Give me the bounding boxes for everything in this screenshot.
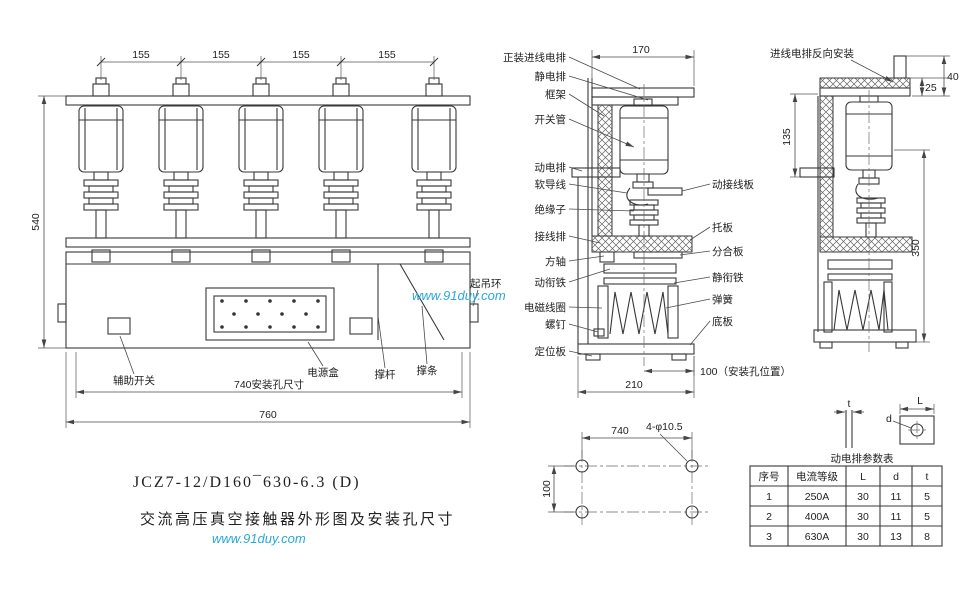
- support-bar-part: [399, 263, 445, 341]
- note-hole-size: 4-φ10.5: [646, 421, 683, 433]
- label-reverse-mounting: 进线电排反向安装: [770, 47, 854, 60]
- cell-r3-d: 13: [890, 531, 902, 543]
- hole-pattern: 740 4-φ10.5 100: [541, 421, 710, 528]
- label-flexible-wire: 软导线: [535, 178, 567, 191]
- label-lifting-ring: 起吊环: [470, 278, 502, 290]
- label-incoming-busbar: 正装进线电排: [503, 51, 566, 64]
- front-callouts: 辅助开关 电源盒 撑杆 撑条 起吊环: [113, 278, 502, 387]
- cell-r3-current: 630A: [805, 531, 830, 543]
- dim-pitch-2: 155: [212, 49, 230, 61]
- lifting-ring-part: [469, 303, 479, 323]
- cell-r1-current: 250A: [805, 491, 830, 503]
- dim-label-d: d: [886, 413, 892, 425]
- cell-r2-current: 400A: [805, 511, 830, 523]
- label-base-plate: 底板: [712, 315, 733, 328]
- section-callouts-right: 动接线板 托板 分合板 静衔铁 弹簧 底板: [665, 178, 754, 346]
- dim-holes-100: 100: [541, 480, 553, 498]
- dim-pitch-4: 155: [378, 49, 396, 61]
- table-header-no: 序号: [759, 470, 780, 483]
- watermark-center: www.91duy.com: [412, 288, 506, 303]
- label-support-bar: 撑条: [417, 364, 438, 377]
- param-table-title: 动电排参数表: [831, 452, 894, 465]
- section-view: [571, 78, 695, 366]
- dim-overall-width: 760: [259, 409, 277, 421]
- label-support-plate: 托板: [712, 221, 733, 234]
- dim-reverse-135: 135: [781, 128, 793, 146]
- section-callouts-left: 正装进线电排 静电排 框架 开关管 动电排 软导线 绝缘子 接线排 方轴 动衔铁…: [503, 51, 649, 358]
- label-positioning-plate: 定位板: [535, 345, 567, 358]
- table-header-L: L: [860, 471, 866, 483]
- label-static-busbar: 静电排: [535, 70, 567, 83]
- cell-r2-L: 30: [857, 511, 869, 523]
- table-row: 2 400A 30 11 5: [766, 511, 930, 523]
- coil-plate: [205, 287, 335, 341]
- dim-reverse-25: 25: [925, 82, 937, 94]
- label-square-shaft: 方轴: [545, 255, 566, 268]
- dim-label-L: L: [917, 395, 923, 407]
- cell-r3-L: 30: [857, 531, 869, 543]
- cell-r3-t: 8: [924, 531, 930, 543]
- cell-r2-d: 11: [891, 511, 902, 523]
- dim-pitch-1: 155: [132, 49, 150, 61]
- reverse-view: 进线电排反向安装: [770, 47, 917, 352]
- label-terminal-strip: 接线排: [535, 230, 567, 243]
- watermark-bottom: www.91duy.com: [212, 531, 306, 546]
- table-header-t: t: [926, 471, 929, 483]
- dim-mount-width: 740安装孔尺寸: [234, 378, 304, 391]
- label-screw: 螺钉: [545, 319, 566, 331]
- reverse-dimensions: 25 40 135 350: [781, 55, 959, 343]
- cell-r1-d: 11: [891, 491, 902, 503]
- dim-reverse-350: 350: [910, 239, 922, 257]
- cell-r3-no: 3: [766, 531, 772, 543]
- label-spring: 弹簧: [712, 293, 733, 306]
- label-frame: 框架: [545, 88, 566, 101]
- table-row: 3 630A 30 13 8: [766, 531, 930, 543]
- section-dimensions: 170 210 100（安装孔位置）: [577, 44, 791, 398]
- label-moving-terminal-plate: 动接线板: [712, 178, 754, 191]
- dim-section-top: 170: [632, 44, 650, 56]
- drawing-caption: 交流高压真空接触器外形图及安装孔尺寸: [140, 510, 455, 528]
- front-view: [57, 77, 479, 349]
- cell-r1-no: 1: [766, 491, 772, 503]
- cell-r2-no: 2: [766, 511, 772, 523]
- label-auxiliary-switch: 辅助开关: [113, 374, 155, 387]
- label-magnet-coil: 电磁线圈: [524, 301, 566, 314]
- label-switch-tube: 开关管: [535, 113, 567, 126]
- cell-r2-t: 5: [924, 511, 930, 523]
- cell-r1-L: 30: [857, 491, 869, 503]
- dim-mount-hole-pos: 100（安装孔位置）: [700, 365, 791, 378]
- table-row: 1 250A 30 11 5: [766, 491, 930, 503]
- table-header-current: 电流等级: [796, 470, 838, 483]
- label-moving-busbar: 动电排: [535, 161, 567, 174]
- dim-label-t: t: [848, 398, 851, 410]
- model-number: JCZ7-12/D160¯630-6.3 (D): [133, 474, 361, 491]
- dim-reverse-40: 40: [947, 71, 959, 83]
- table-header-d: d: [893, 471, 899, 483]
- front-dimensions: 155 155 155 155 540 740安装孔尺寸 760: [30, 49, 471, 428]
- label-power-box: 电源盒: [307, 366, 339, 379]
- label-open-close-plate: 分合板: [712, 245, 744, 258]
- dim-holes-740: 740: [611, 425, 629, 437]
- label-support-rod: 撑杆: [375, 368, 396, 381]
- busbar-sketch: t L d: [834, 395, 935, 448]
- label-static-armature: 静衔铁: [712, 271, 744, 284]
- auxiliary-switch-part: [107, 317, 131, 335]
- param-table: 动电排参数表 序号 电流等级 L d t 1 250A 30 11 5 2 40…: [749, 452, 943, 547]
- drawing-titles: JCZ7-12/D160¯630-6.3 (D) 交流高压真空接触器外形图及安装…: [133, 474, 455, 528]
- cell-r1-t: 5: [924, 491, 930, 503]
- dim-section-base: 210: [625, 379, 643, 391]
- label-moving-armature: 动衔铁: [535, 276, 567, 289]
- label-insulator: 绝缘子: [535, 203, 567, 216]
- dim-pitch-3: 155: [292, 49, 310, 61]
- dim-height: 540: [30, 213, 42, 231]
- watermarks: www.91duy.com www.91duy.com: [212, 288, 506, 546]
